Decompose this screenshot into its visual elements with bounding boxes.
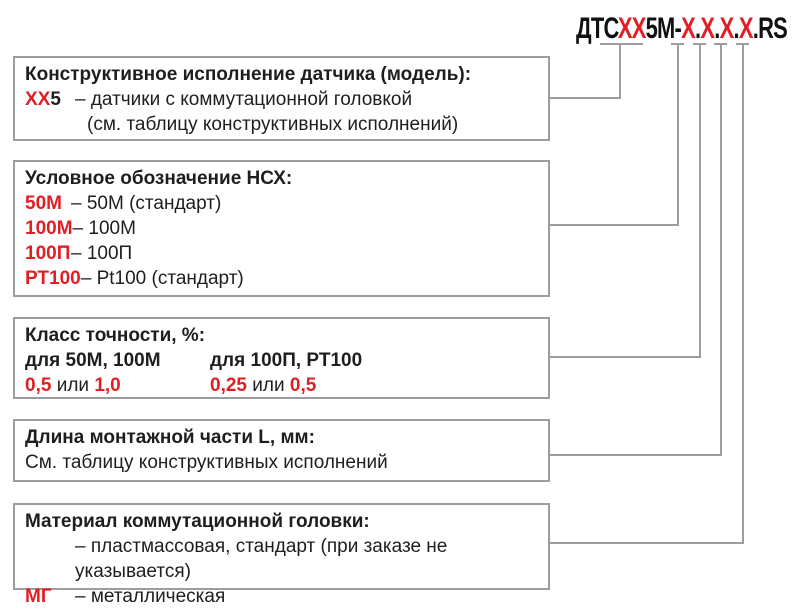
code-segment-nsh: Х [681, 12, 696, 45]
accuracy-conjunction: или [252, 375, 285, 396]
connector-vert-length [720, 43, 722, 456]
box-nsh-desc: – 100М [72, 218, 136, 239]
box-accuracy-col-p-header: для 100П, РТ100 [210, 350, 363, 371]
box-model-row: ХХ5 – датчики с коммутационной головкой [25, 87, 538, 112]
box-accuracy: Класс точности, %: для 50М, 100М 0,5 или… [13, 317, 550, 399]
box-accuracy-columns: для 50М, 100М 0,5 или 1,0 для 100П, РТ10… [25, 348, 538, 398]
accuracy-value: 1,0 [94, 375, 121, 396]
box-model-desc: – датчики с коммутационной головкой [75, 89, 413, 110]
box-model-code-red: ХХ [25, 89, 51, 110]
box-nsh-row: 50М – 50М (стандарт) [25, 191, 538, 216]
box-nsh-desc: – 50М (стандарт) [71, 193, 222, 214]
box-nsh-title: Условное обозначение НСХ: [25, 168, 293, 189]
connector-vert-accuracy [699, 43, 701, 358]
box-head-material-desc: – металлическая [75, 586, 226, 607]
box-head-material: Материал коммутационной головки: – пласт… [13, 503, 550, 607]
box-accuracy-col-m: для 50М, 100М 0,5 или 1,0 [25, 348, 210, 398]
box-nsh-code: РТ100 [25, 268, 81, 289]
box-head-material-desc: – пластмассовая, стандарт (при заказе не… [75, 536, 448, 582]
box-nsh-code: 100М [25, 218, 73, 239]
box-accuracy-col-p: для 100П, РТ100 0,25 или 0,5 [210, 348, 362, 398]
box-accuracy-col-m-values: 0,5 или 1,0 [25, 373, 210, 398]
connector-bar-model [600, 43, 643, 45]
accuracy-value: 0,5 [289, 375, 317, 396]
connector-horiz-accuracy [550, 356, 701, 358]
box-accuracy-col-m-header: для 50М, 100М [25, 350, 161, 371]
connector-vert-model [619, 43, 621, 99]
box-length: Длина монтажной части L, мм: См. таблицу… [13, 419, 550, 482]
box-head-material-title: Материал коммутационной головки: [25, 511, 370, 532]
connector-horiz-head [550, 542, 744, 544]
box-head-material-code: МГ [25, 586, 52, 607]
box-model: Конструктивное исполнение датчика (модел… [13, 56, 550, 141]
box-model-title: Конструктивное исполнение датчика (модел… [25, 64, 472, 85]
box-model-note: (см. таблицу конструктивных исполнений) [87, 114, 459, 135]
box-nsh: Условное обозначение НСХ: 50М – 50М (ста… [13, 160, 550, 297]
code-segment: ДТС [575, 12, 619, 45]
code-segment: 5М- [645, 12, 682, 45]
box-nsh-row: 100П – 100П [25, 241, 538, 266]
box-head-material-row: – пластмассовая, стандарт (при заказе не… [25, 534, 538, 584]
connector-horiz-length [550, 454, 722, 456]
box-length-note: См. таблицу конструктивных исполнений [25, 452, 388, 473]
code-segment: . [714, 12, 720, 45]
code-segment: . [694, 12, 701, 45]
code-segment-length: Х [719, 12, 735, 45]
connector-vert-head [742, 43, 744, 544]
box-model-code-black: 5 [50, 89, 61, 110]
connector-horiz-model [550, 97, 621, 99]
connector-horiz-nsh [550, 224, 679, 226]
code-segment-model: ХХ [617, 12, 646, 45]
box-nsh-code: 50М [25, 193, 62, 214]
code-segment: . [733, 12, 739, 45]
accuracy-value: 0,5 [25, 375, 52, 396]
accuracy-value: 0,25 [210, 375, 247, 396]
code-segment-head: Х [738, 12, 754, 45]
box-accuracy-col-p-values: 0,25 или 0,5 [210, 373, 362, 398]
box-accuracy-title: Класс точности, %: [25, 325, 206, 346]
box-nsh-code: 100П [25, 243, 71, 264]
box-nsh-desc: – 100П [71, 243, 133, 264]
order-code: ДТСХХ5М-Х.Х.Х.Х.RS [575, 12, 788, 46]
code-segment-accuracy: Х [700, 12, 715, 45]
accuracy-conjunction: или [56, 375, 90, 396]
connector-vert-nsh [677, 43, 679, 226]
code-segment: .RS [752, 12, 788, 45]
box-model-code: ХХ5 [25, 87, 75, 112]
box-nsh-row: 100М – 100М [25, 216, 538, 241]
box-head-material-code [25, 534, 75, 584]
box-nsh-desc: – Pt100 (стандарт) [80, 268, 244, 289]
box-nsh-row: РТ100 – Pt100 (стандарт) [25, 266, 538, 291]
box-length-title: Длина монтажной части L, мм: [25, 427, 315, 448]
box-head-material-row: МГ – металлическая [25, 584, 538, 609]
